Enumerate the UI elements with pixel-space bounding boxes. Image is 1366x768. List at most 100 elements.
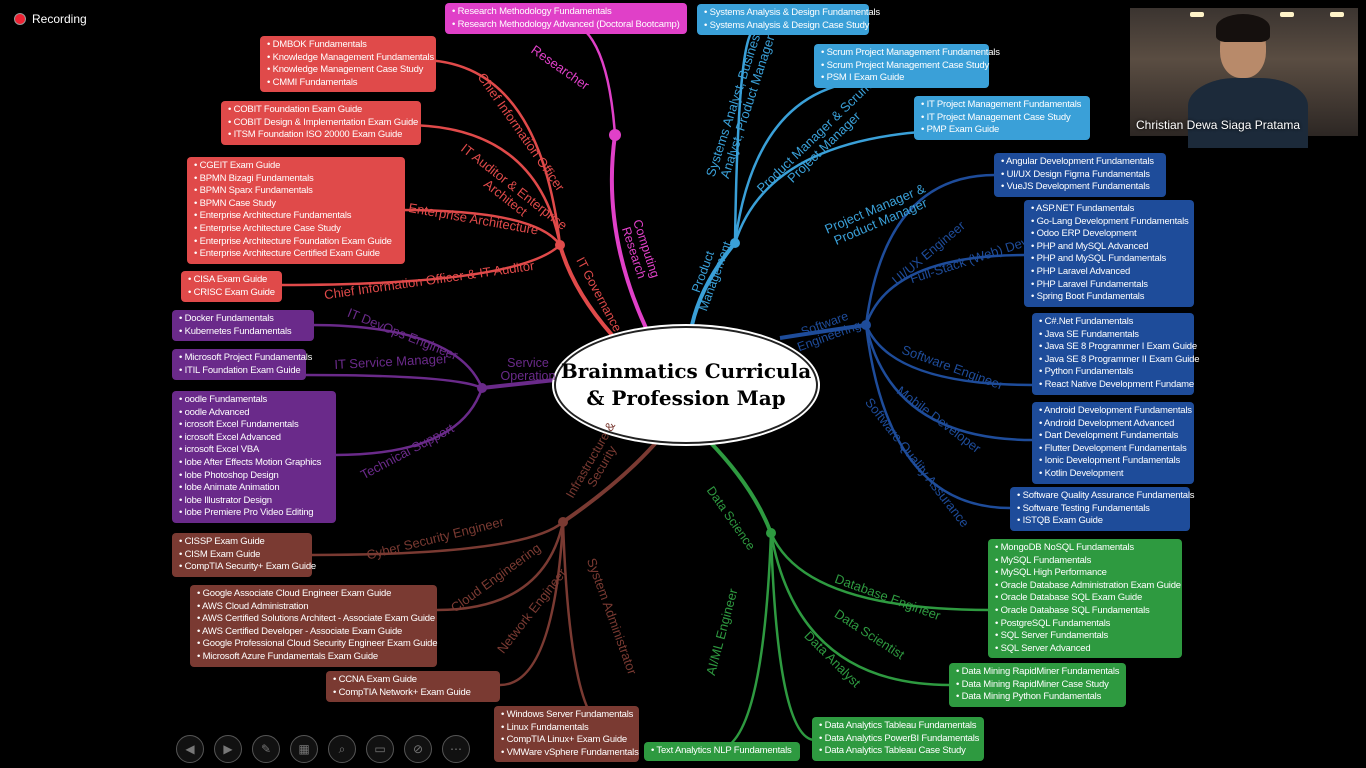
course-item: Research Methodology Fundamentals [452, 6, 680, 19]
governance-hub-node [555, 240, 565, 250]
course-item: oodle Fundamentals [179, 394, 329, 407]
course-item: CISM Exam Guide [179, 549, 305, 562]
subtitles-icon[interactable]: ▭ [366, 735, 394, 763]
course-item: BPMN Bizagi Fundamentals [194, 173, 398, 186]
course-item: Kubernetes Fundamentals [179, 326, 307, 339]
course-item: VMWare vSphere Fundamentals [501, 747, 639, 760]
center-title-line2: & Profession Map [586, 386, 786, 410]
course-item: Text Analytics NLP Fundamentals [651, 745, 793, 758]
governance-branch-line-1 [419, 58, 562, 246]
course-item: Research Methodology Advanced (Doctoral … [452, 19, 680, 32]
course-item: C#.Net Fundamentals [1039, 316, 1187, 329]
recording-indicator: Recording [14, 12, 87, 26]
next-icon[interactable]: ▶ [214, 735, 242, 763]
course-item: Windows Server Fundamentals [501, 709, 634, 722]
course-item: Microsoft Azure Fundamentals Exam Guide [197, 651, 430, 664]
course-item: oodle Advanced [179, 407, 329, 420]
governance-trunk-line [558, 244, 614, 337]
course-item: ASP.NET Fundamentals [1031, 203, 1187, 216]
course-item: PSM I Exam Guide [821, 72, 982, 85]
course-item: Google Professional Cloud Security Engin… [197, 638, 438, 651]
course-item: Java SE 8 Programmer II Exam Guide [1039, 354, 1200, 367]
course-box-11: Windows Server FundamentalsLinux Fundame… [494, 706, 639, 763]
course-item: Go-Lang Development Fundamentals [1031, 216, 1189, 229]
software-trunk-line [779, 323, 867, 340]
course-box-23: Text Analytics NLP Fundamentals [644, 742, 800, 761]
course-item: Java SE Fundamentals [1039, 329, 1187, 342]
pen-icon[interactable]: ✎ [252, 735, 280, 763]
course-item: MySQL High Performance [995, 567, 1175, 580]
course-item: VueJS Development Fundamentals [1001, 181, 1159, 194]
course-item: Data Mining RapidMiner Case Study [956, 679, 1119, 692]
course-item: PHP and MySQL Fundamentals [1031, 253, 1187, 266]
presenter-video[interactable]: Christian Dewa Siaga Pratama [1130, 8, 1358, 148]
center-title-line1: Brainmatics Curricula [560, 359, 812, 383]
course-item: Oracle Database Administration Exam Guid… [995, 580, 1182, 593]
data-branch-line-21 [769, 532, 951, 687]
course-item: CMMI Fundamentals [267, 77, 429, 90]
more-icon[interactable]: ⋯ [442, 735, 470, 763]
course-item: lobe Photoshop Design [179, 470, 329, 483]
course-item: Microsoft Project Fundamentals [179, 352, 313, 365]
data-trunk-line [706, 438, 773, 534]
software-hub-node [861, 320, 871, 330]
course-item: lobe Animate Animation [179, 482, 329, 495]
course-item: Data Analytics Tableau Case Study [819, 745, 977, 758]
course-box-21: Data Mining RapidMiner FundamentalsData … [949, 663, 1126, 707]
software-branch-line-19 [864, 324, 1011, 510]
course-item: AWS Certified Developer - Associate Exam… [197, 626, 430, 639]
slides-icon[interactable]: ▦ [290, 735, 318, 763]
central-node: Brainmatics Curricula & Profession Map [554, 326, 818, 444]
previous-icon[interactable]: ◀ [176, 735, 204, 763]
course-item: Data Mining Python Fundamentals [956, 691, 1119, 704]
course-box-3: CGEIT Exam GuideBPMN Bizagi Fundamentals… [187, 157, 405, 264]
presenter-name: Christian Dewa Siaga Pratama [1136, 118, 1301, 132]
course-item: PostgreSQL Fundamentals [995, 618, 1175, 631]
service-branch-line-6 [304, 373, 483, 390]
product-trunk-line [690, 241, 737, 326]
course-item: Google Associate Cloud Engineer Exam Gui… [197, 588, 430, 601]
course-item: React Native Development Fundame [1039, 379, 1195, 392]
course-item: CompTIA Security+ Exam Guide [179, 561, 317, 574]
course-item: lobe Premiere Pro Video Editing [179, 507, 329, 520]
course-item: Spring Boot Fundamentals [1031, 291, 1187, 304]
course-item: Data Mining RapidMiner Fundamentals [956, 666, 1120, 679]
course-item: ITIL Foundation Exam Guide [179, 365, 301, 378]
camera-off-icon[interactable]: ⊘ [404, 735, 432, 763]
course-item: Angular Development Fundamentals [1001, 156, 1159, 169]
zoom-icon[interactable]: ⌕ [328, 735, 356, 763]
course-box-10: CCNA Exam GuideCompTIA Network+ Exam Gui… [326, 671, 500, 703]
product-hub-node [730, 238, 740, 248]
infra-hub-node [558, 517, 568, 527]
course-item: Enterprise Architecture Certified Exam G… [194, 248, 398, 261]
software-branch-line-18 [864, 324, 1034, 442]
course-item: PHP Laravel Advanced [1031, 266, 1187, 279]
course-box-1: DMBOK FundamentalsKnowledge Management F… [260, 36, 436, 93]
data-hub-node [766, 528, 776, 538]
branch-label-service: Service Operation [500, 356, 556, 383]
course-box-15: Angular Development FundamentalsUI/UX De… [994, 153, 1166, 197]
course-item: icrosoft Excel VBA [179, 444, 329, 457]
course-box-7: oodle Fundamentalsoodle Advancedicrosoft… [172, 391, 336, 523]
research-hub-node [609, 129, 621, 141]
course-box-16: ASP.NET FundamentalsGo-Lang Development … [1024, 200, 1194, 307]
course-item: lobe Illustrator Design [179, 495, 329, 508]
course-item: Enterprise Architecture Foundation Exam … [194, 236, 398, 249]
course-item: Odoo ERP Development [1031, 228, 1187, 241]
recording-label: Recording [32, 12, 87, 26]
course-item: Enterprise Architecture Fundamentals [194, 210, 398, 223]
course-box-2: COBIT Foundation Exam GuideCOBIT Design … [221, 101, 421, 145]
course-box-8: CISSP Exam GuideCISM Exam GuideCompTIA S… [172, 533, 317, 577]
course-box-12: Systems Analysis & Design FundamentalsSy… [697, 4, 880, 36]
service-hub-node [477, 383, 487, 393]
course-box-5: Docker FundamentalsKubernetes Fundamenta… [172, 310, 314, 342]
course-item: CompTIA Network+ Exam Guide [333, 687, 493, 700]
course-item: icrosoft Excel Fundamentals [179, 419, 329, 432]
infra-branch-line-11 [561, 521, 611, 732]
course-item: lobe After Effects Motion Graphics [179, 457, 329, 470]
service-trunk-line [481, 378, 556, 390]
course-item: Flutter Development Fundamentals [1039, 443, 1187, 456]
course-item: Systems Analysis & Design Case Study [704, 20, 870, 33]
course-item: ISTQB Exam Guide [1017, 515, 1183, 528]
